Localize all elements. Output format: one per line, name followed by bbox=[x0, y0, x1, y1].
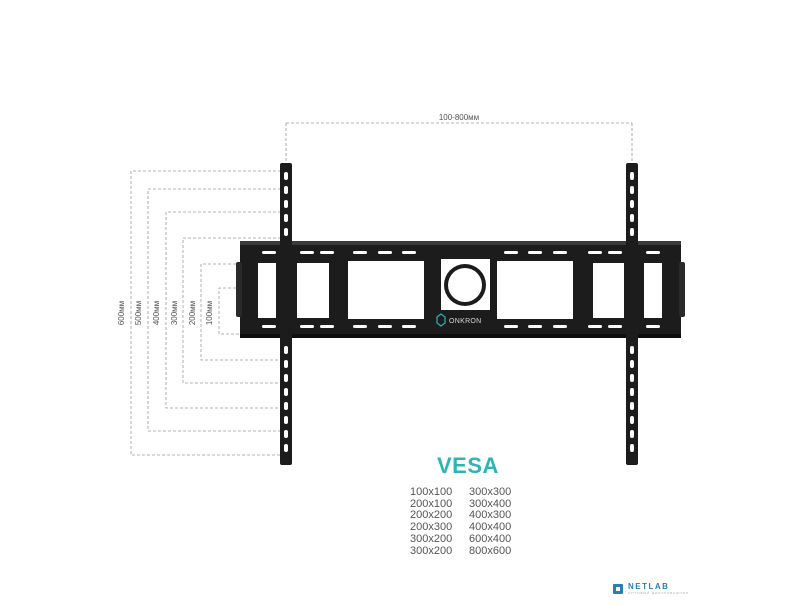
width-dimension-label: 100-800мм bbox=[439, 113, 479, 122]
vesa-size: 300x300 bbox=[469, 486, 512, 498]
height-label-100: 100мм bbox=[205, 301, 214, 325]
vesa-left-column: 100x100 200x100 200x200 200x300 300x200 … bbox=[410, 486, 453, 557]
width-dimension: 100-800мм bbox=[285, 113, 633, 165]
netlab-logo-text: NETLAB bbox=[628, 582, 670, 591]
vesa-size: 600x400 bbox=[469, 532, 512, 545]
vesa-size: 200x100 bbox=[410, 497, 453, 510]
vesa-size: 400x300 bbox=[469, 509, 512, 522]
brand-label: ONKRON bbox=[449, 318, 482, 325]
height-label-400: 400мм bbox=[152, 301, 161, 325]
wall-plate: ONKRON bbox=[236, 241, 685, 338]
vesa-size: 200x200 bbox=[410, 509, 453, 522]
height-label-200: 200мм bbox=[188, 301, 197, 325]
vesa-right-column: 300x300 300x400 400x300 400x400 600x400 … bbox=[469, 486, 512, 557]
vesa-size: 100x100 bbox=[410, 486, 453, 498]
vesa-size: 300x200 bbox=[410, 544, 453, 557]
onkron-logo-icon bbox=[436, 313, 446, 327]
left-arm bbox=[280, 163, 292, 465]
vesa-size: 400x400 bbox=[469, 521, 512, 534]
netlab-cube-icon bbox=[613, 584, 623, 594]
vesa-size: 300x200 bbox=[410, 532, 453, 545]
right-arm bbox=[626, 163, 638, 465]
vesa-size: 300x400 bbox=[469, 497, 512, 510]
height-label-300: 300мм bbox=[170, 301, 179, 325]
vesa-size: 800x600 bbox=[469, 544, 512, 557]
vesa-size: 200x300 bbox=[410, 521, 453, 534]
height-label-600: 600мм bbox=[117, 301, 126, 325]
netlab-logo-subtext: ОПТОВЫЙ ДИСТРИБЬЮТОР bbox=[628, 591, 690, 595]
height-label-500: 500мм bbox=[134, 301, 143, 325]
vesa-title: VESA bbox=[437, 453, 499, 478]
